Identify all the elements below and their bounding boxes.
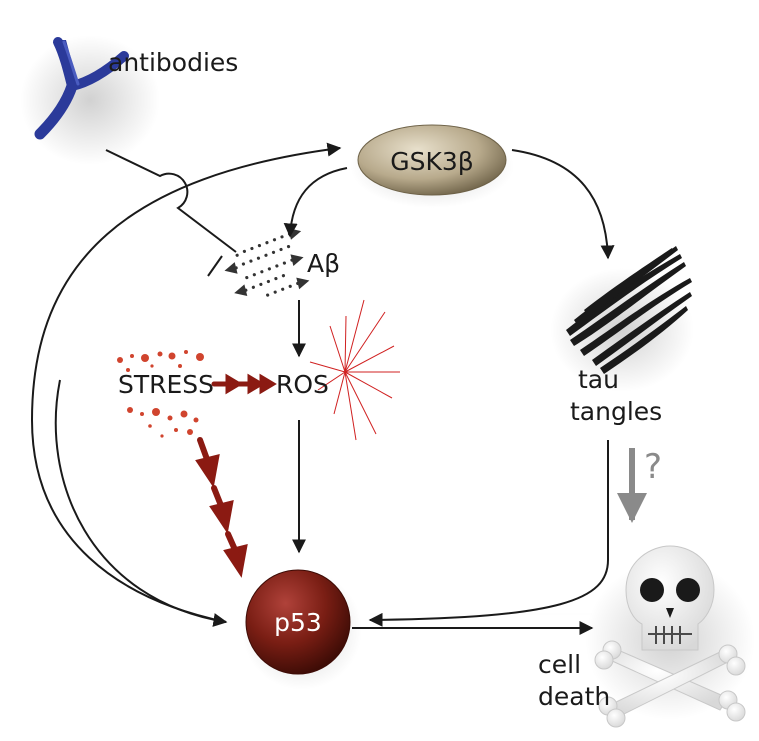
stress-splatter-icon [117,350,204,438]
antibodies-label: antibodies [108,48,238,77]
tau-label-line1: tau [578,365,619,394]
stress-to-p53-arrows [195,437,248,578]
question-mark: ? [644,447,662,487]
stress-label: STRESS [118,370,214,399]
tau-label-line2: tangles [570,397,662,426]
ros-burst-icon [309,299,400,441]
gsk3b-label: GSK3β [390,147,474,176]
p53-label: p53 [274,608,322,637]
arrow-loop-to-p53 [54,379,228,627]
death-label-line2: death [538,682,610,711]
skull-crossbones-icon [585,545,755,728]
stress-to-ros-arrows [211,373,277,395]
arrow-tau-to-p53 [368,440,609,627]
death-label-line1: cell [538,650,581,679]
tau-tangles-icon [550,246,694,392]
arrow-gsk3b-to-tau [511,149,615,260]
arrow-loop-to-gsk3b [30,142,342,623]
antibody-inhibition-line [105,149,237,277]
arrow-gsk3b-to-abeta [283,167,348,238]
amyloid-beta-sheet-icon [224,228,310,297]
abeta-label: Aβ [307,249,340,278]
p53-node[interactable]: p53 [242,569,362,690]
gsk3b-node[interactable]: GSK3β [350,124,514,208]
antibody-y-icon [20,35,160,165]
ros-label: ROS [276,370,329,399]
